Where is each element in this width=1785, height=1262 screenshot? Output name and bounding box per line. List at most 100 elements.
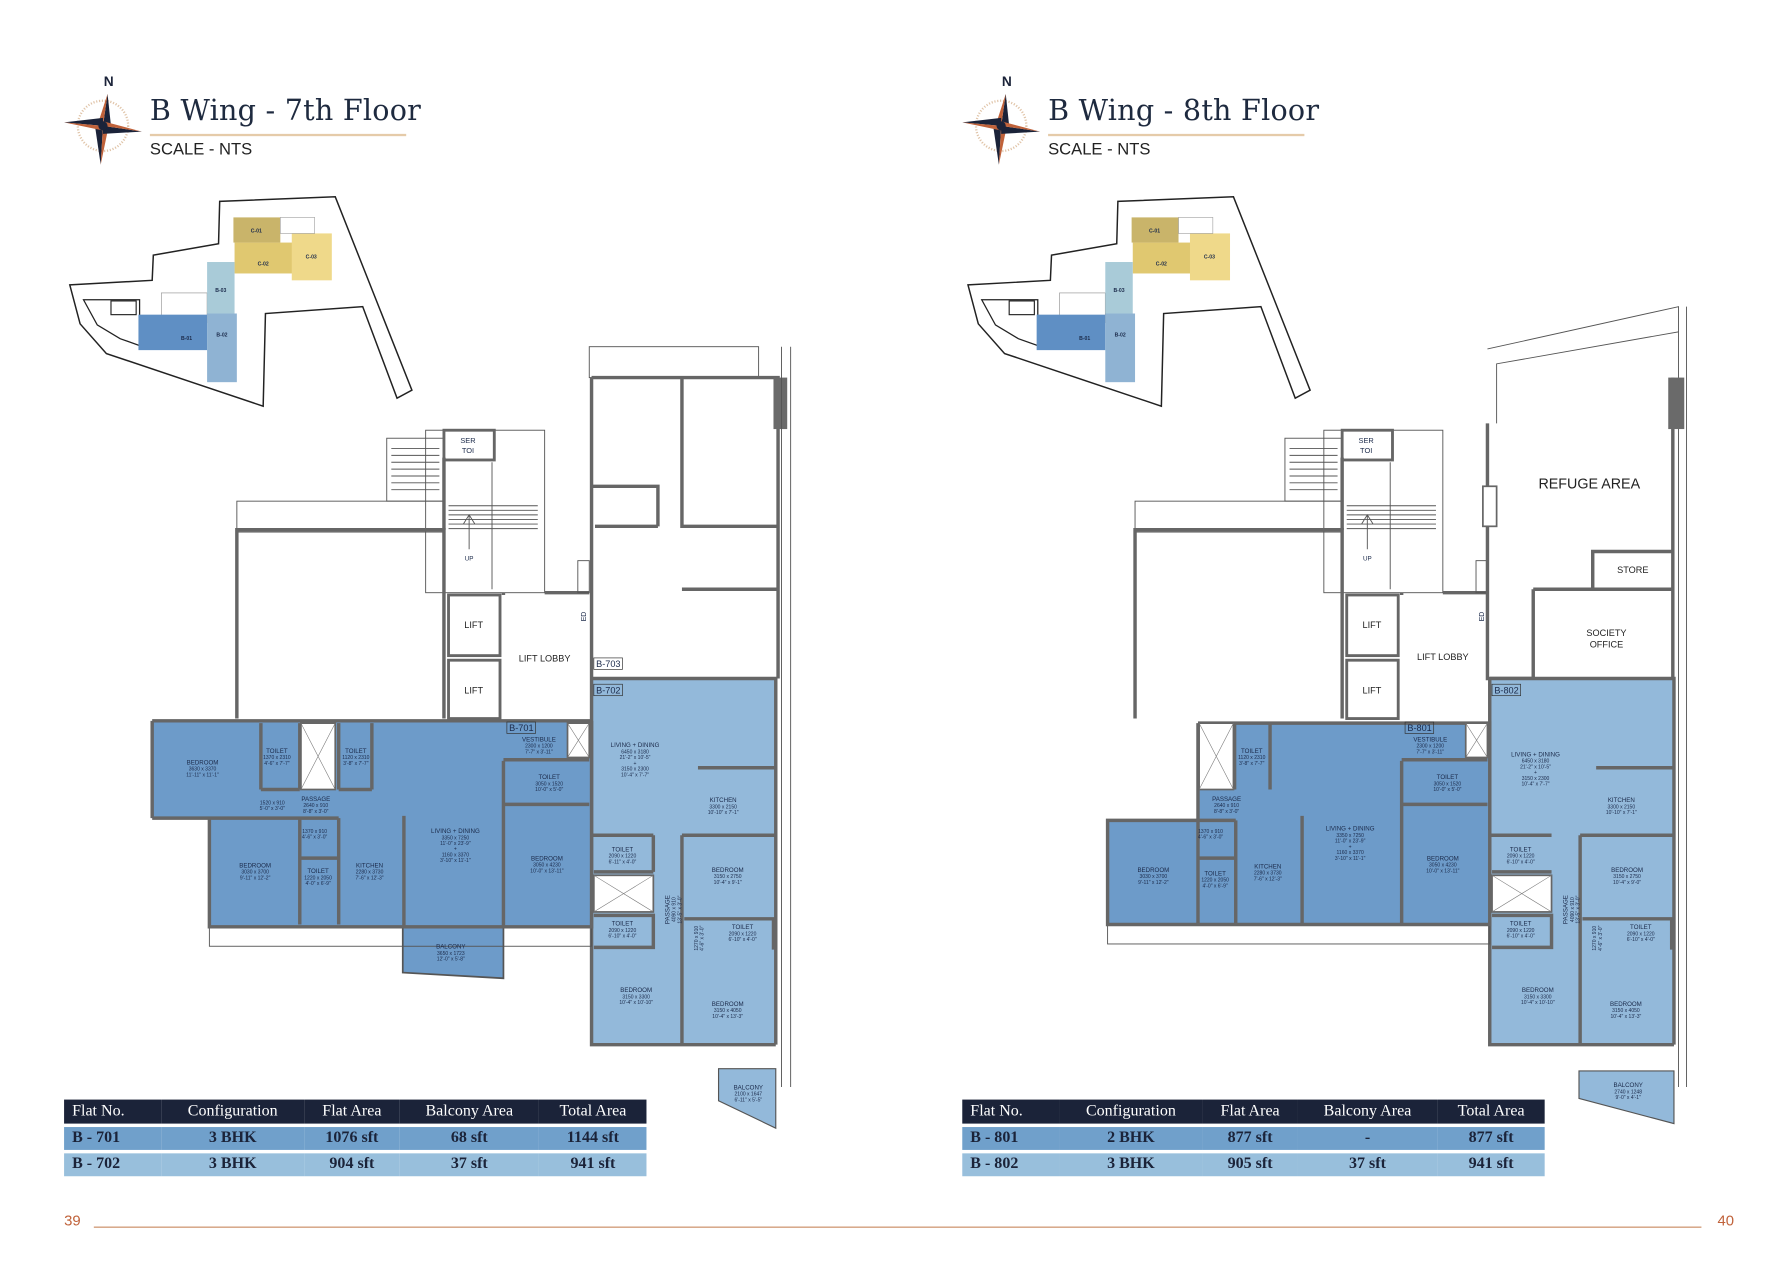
- page-title: B Wing - 8th Floor: [1048, 93, 1320, 128]
- room-dimension: 2090 x 1220: [609, 854, 637, 860]
- room-dimension: 10'-4" x 10'-10": [1521, 1000, 1555, 1006]
- key-plan-labels-8th: C-01C-02 C-03B-03B-01 B-02: [1079, 228, 1215, 342]
- room-dimension: 3150 x 4050: [714, 1008, 742, 1014]
- cell: 1076 sft: [304, 1127, 400, 1150]
- room-dimension: 10'-0" x 5'-0": [1433, 787, 1461, 793]
- room-dimension: 8'-8" x 3'-0": [303, 809, 328, 815]
- room-name: LIVING + DINING: [1326, 826, 1375, 833]
- room-dimension: 10'-4" x 7'-7": [1521, 781, 1549, 787]
- title-underline: [1048, 133, 1305, 137]
- refuge-area-label: REFUGE AREA: [1538, 477, 1640, 493]
- room-name: BEDROOM: [1137, 867, 1169, 874]
- room-dimension: 6'-11" x 5'-5": [734, 1097, 762, 1103]
- room-dimension: 2090 x 1220: [1627, 931, 1655, 937]
- room-dimension: 4'-6" x 3'-0": [1198, 835, 1223, 841]
- room-dimension: 3650 x 1723: [437, 951, 465, 957]
- col-header: Balcony Area: [399, 1099, 540, 1124]
- room-dimension: 3150 x 2750: [1613, 874, 1641, 880]
- room-dimension: 3050 x 4230: [533, 863, 561, 869]
- room-name: PASSAGE: [1563, 895, 1570, 924]
- room-name: TOILET: [732, 924, 754, 931]
- room-dimension: 6'-10" x 4'-0": [729, 937, 757, 943]
- room-name: BEDROOM: [1610, 1001, 1642, 1008]
- room-name: PASSAGE: [1212, 796, 1241, 803]
- cell: B - 801: [962, 1127, 1060, 1150]
- lift-lobby-label: LIFT LOBBY: [1417, 652, 1469, 662]
- room-dimension: 1370 x 2310: [263, 755, 291, 761]
- col-header: Configuration: [1059, 1099, 1203, 1124]
- scale-label: SCALE - NTS: [149, 140, 253, 160]
- key-plan-unit-label: B-03: [1113, 288, 1124, 294]
- room-dimension: 10'-4" x 10'-10": [619, 1000, 653, 1006]
- room-dimension: 10'-4" x 9'-1": [714, 880, 742, 886]
- room-name: BALCONY: [1613, 1082, 1642, 1089]
- room-dimension: 5'-0" x 3'-0": [260, 806, 285, 812]
- room-dimension: 4'-6" x 3'-0": [1598, 925, 1604, 950]
- room-name: TOILET: [345, 748, 367, 755]
- room-name: BEDROOM: [712, 867, 744, 874]
- room-name: LIVING + DINING: [431, 828, 480, 835]
- svg-text:N: N: [1002, 74, 1012, 89]
- col-header: Total Area: [1437, 1099, 1545, 1124]
- room-dimension: 12'-0" x 5'-8": [437, 957, 465, 963]
- key-plan-unit-label: C-02: [1156, 261, 1167, 267]
- room-name: TOILET: [1437, 774, 1459, 781]
- room-dimension: 3150 x 3300: [1524, 994, 1552, 1000]
- cell: 941 sft: [539, 1153, 647, 1177]
- key-plan-unit-label: B-01: [1079, 336, 1090, 342]
- room-dimension: 2090 x 1220: [729, 931, 757, 937]
- ser-label: SER: [460, 436, 476, 445]
- room-name: LIVING + DINING: [611, 742, 660, 749]
- room-dimension: 4'-6" x 3'-0": [700, 925, 706, 950]
- room-dimension: 3'-10" x 11'-1": [440, 858, 471, 864]
- room-dimension: 6450 x 3180: [1522, 759, 1550, 765]
- room-dimension: +: [1349, 844, 1352, 850]
- cell: 877 sft: [1202, 1127, 1298, 1150]
- ed-label: ED: [581, 612, 588, 622]
- area-table: Flat No. Configuration Flat Area Balcony…: [64, 1096, 647, 1180]
- room-dimension: 3350 x 7250: [442, 835, 470, 841]
- key-plan-unit-label: C-03: [1204, 255, 1215, 261]
- room-dimension: 3050 x 1520: [535, 781, 563, 787]
- society-office-label: OFFICE: [1590, 640, 1624, 650]
- room-name: TOILET: [538, 774, 560, 781]
- room-name: BEDROOM: [1611, 867, 1643, 874]
- lift-label: LIFT: [464, 685, 483, 695]
- page-40: N B Wing - 8th Floor SCALE - NTS Flat No…: [898, 0, 1785, 1262]
- room-dimension: 2280 x 3730: [1254, 871, 1282, 877]
- room-name: PASSAGE: [664, 895, 671, 924]
- key-plan-unit-label: C-01: [1149, 228, 1160, 234]
- room-name: TOILET: [1204, 870, 1226, 877]
- room-dimension: 6'-11" x 4'-0": [609, 859, 637, 865]
- room-name: KITCHEN: [710, 797, 737, 804]
- room-dimension: 10'-10" x 7'-1": [708, 810, 739, 816]
- room-dimension: 10'-0" x 5'-0": [535, 787, 563, 793]
- room-dimension: 2640 x 910: [1214, 803, 1239, 809]
- room-name: TOILET: [1241, 748, 1263, 755]
- room-name: LIVING + DINING: [1511, 751, 1560, 758]
- room-dimension: 10'-10" x 7'-1": [1606, 810, 1637, 816]
- unit-tag-b703: B-703: [596, 659, 620, 669]
- toi-label: TOI: [1360, 446, 1372, 455]
- room-dimension: 3300 x 2150: [1608, 804, 1636, 810]
- room-dimension: 11'-0" x 23'-9": [1335, 839, 1366, 845]
- key-plan-unit-label: B-02: [1115, 332, 1126, 338]
- col-header: Flat No.: [64, 1099, 161, 1124]
